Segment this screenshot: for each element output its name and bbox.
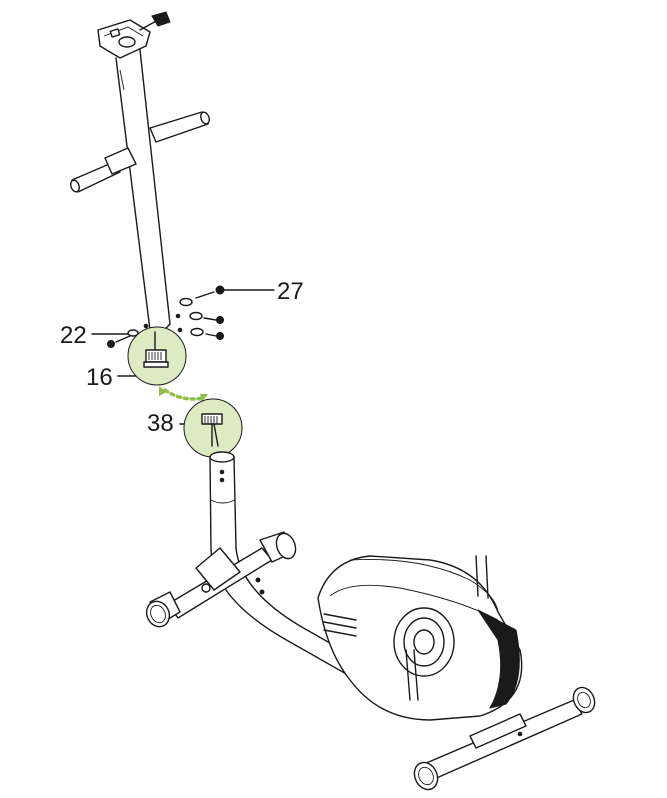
callout-38: 38 <box>147 410 174 437</box>
flywheel-housing <box>317 555 523 721</box>
bolt-22-group <box>107 323 149 348</box>
connection-indicator <box>163 388 206 401</box>
handlebar-crossbar <box>70 111 210 193</box>
upper-cable-highlight <box>127 326 187 386</box>
upright-post <box>97 11 171 333</box>
rear-stabilizer <box>413 686 596 791</box>
callout-22: 22 <box>60 322 87 349</box>
callout-27: 27 <box>277 278 304 305</box>
lower-cable-highlight <box>183 398 243 458</box>
front-stabilizer <box>145 531 297 628</box>
bolt-27-group <box>175 285 225 340</box>
callout-16: 16 <box>86 364 113 391</box>
